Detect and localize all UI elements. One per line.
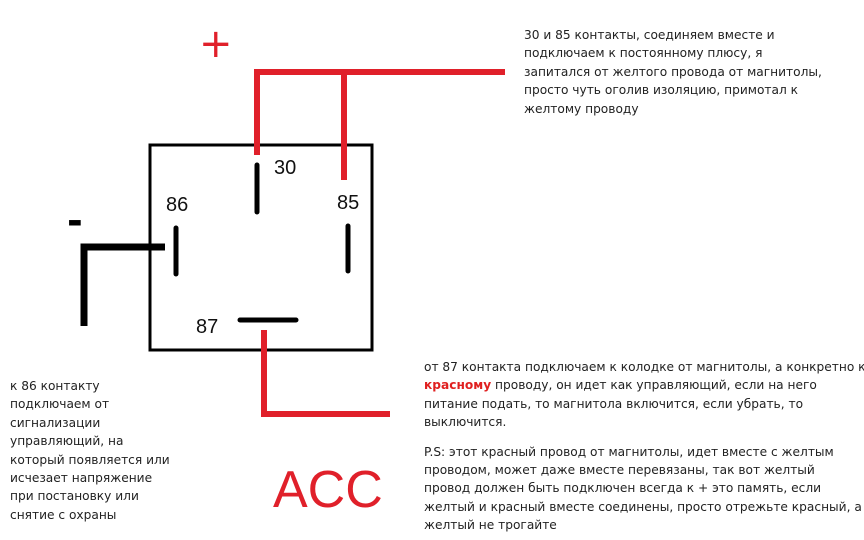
note-line: запитался от желтого провода от магнитол… (524, 64, 822, 79)
highlight-red-word: красному (424, 378, 492, 393)
ps-line: проводом, может даже вместе перевязаны, … (424, 463, 815, 478)
ps-line: желтый и красный вместе соединены, прост… (424, 499, 862, 514)
ps-line: провод должен быть подключен всегда к + … (424, 481, 822, 496)
note-line: питание подать, то магнитола включится, … (424, 396, 804, 411)
note-line: сигнализации (10, 415, 101, 430)
note-line: подключаем к постоянному плюсу, я (524, 46, 763, 61)
pin-30-label: 30 (274, 157, 296, 179)
note-line: просто чуть оголив изоляцию, примотал к (524, 83, 799, 98)
acc-label: ACC (273, 461, 383, 519)
note-top-right: 30 и 85 контакты, соединяем вместе и под… (524, 26, 822, 118)
note-line: управляющий, на (10, 434, 124, 449)
note-line: красному проводу, он идет как управляющи… (424, 376, 864, 394)
note-line: желтому проводу (524, 101, 639, 116)
note-line: от 87 контакта подключаем к колодке от м… (424, 360, 864, 374)
signal-wire-86 (80, 243, 165, 326)
ps-line: желтый не трогайте (424, 518, 557, 533)
note-line: к 86 контакту (10, 379, 100, 393)
note-line: исчезает напряжение (10, 471, 153, 486)
pin-86-label: 86 (166, 194, 188, 216)
note-line: 30 и 85 контакты, соединяем вместе и (524, 28, 775, 42)
note-spacer (424, 432, 864, 443)
note-line: подключаем от (10, 397, 110, 412)
pin-85-label: 85 (337, 192, 359, 214)
output-wire-87 (261, 330, 390, 417)
note-line: который появляется или (10, 452, 170, 467)
note-left: к 86 контакту подключаем от сигнализации… (10, 377, 170, 524)
note-text: проводу, он идет как управляющий, если н… (491, 378, 817, 393)
positive-wire (254, 69, 505, 155)
ps-line: P.S: этот красный провод от магнитолы, и… (424, 444, 834, 459)
note-bottom-right: от 87 контакта подключаем к колодке от м… (424, 358, 864, 535)
minus-sign: - (67, 199, 83, 243)
pin-87-label: 87 (196, 316, 218, 338)
note-line: выключится. (424, 415, 507, 430)
note-line: снятие с охраны (10, 507, 117, 522)
plus-sign: + (199, 21, 233, 67)
note-line: при постановку или (10, 489, 139, 504)
